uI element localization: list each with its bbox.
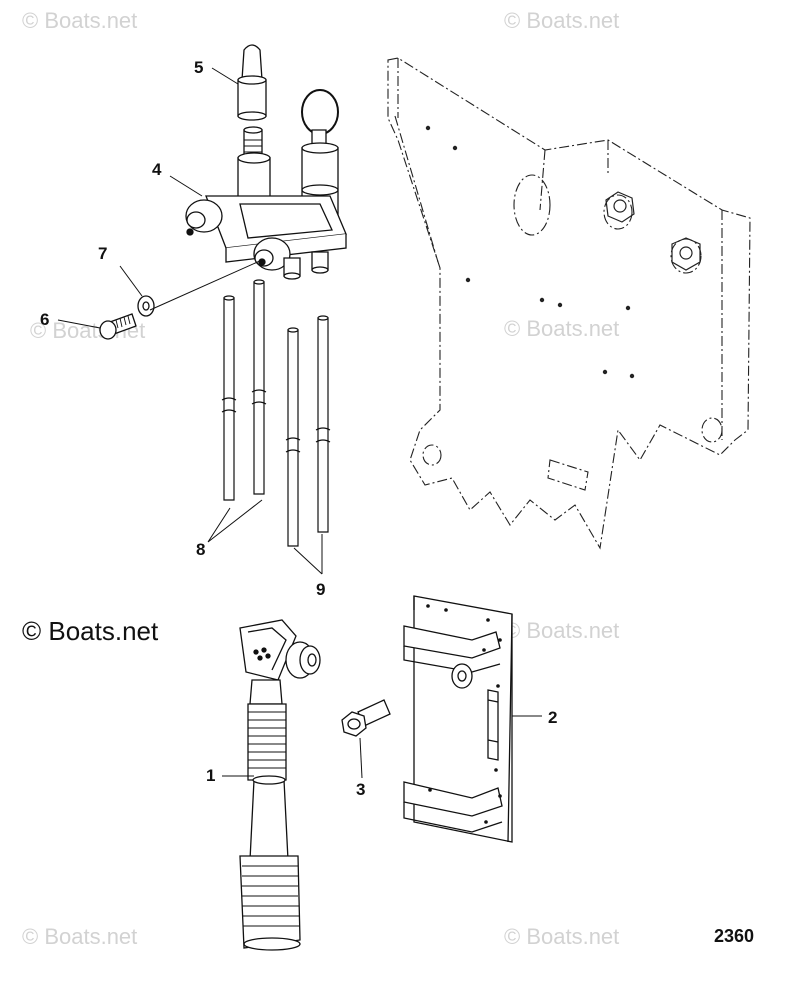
- callout-7: 7: [98, 244, 108, 263]
- watermark-bottom-left: © Boats.net: [22, 924, 138, 949]
- watermark-bottom-right: © Boats.net: [504, 924, 620, 949]
- transom-plate-phantom: [388, 58, 750, 548]
- callout-9: 9: [316, 580, 326, 599]
- callout-5: 5: [194, 58, 204, 77]
- part-1-handle: [240, 620, 320, 950]
- leader-lines: [58, 68, 542, 778]
- part-4-valve-assembly: [186, 90, 346, 279]
- callout-2: 2: [548, 708, 558, 727]
- part-8-tubes: [222, 280, 266, 500]
- part-6-screw: [100, 314, 136, 339]
- callout-6: 6: [40, 310, 50, 329]
- watermark-top-left: © Boats.net: [22, 8, 138, 33]
- part-7-washer: [138, 296, 154, 316]
- transom-plate-nuts: [606, 192, 700, 270]
- transom-plate-holes: [425, 125, 635, 379]
- part-5-cap: [238, 45, 266, 120]
- callout-4: 4: [152, 160, 162, 179]
- callout-8: 8: [196, 540, 206, 559]
- part-9-tubes: [286, 316, 330, 546]
- part-2-bracket: [404, 596, 512, 842]
- callout-1: 1: [206, 766, 216, 785]
- callout-3: 3: [356, 780, 366, 799]
- watermark-main: © Boats.net: [22, 616, 159, 646]
- part-2-bracket-holes: [426, 604, 502, 824]
- watermark-lower-right: © Boats.net: [504, 618, 620, 643]
- watermark-mid-right: © Boats.net: [504, 316, 620, 341]
- drawing-number: 2360: [714, 926, 755, 946]
- part-3-bolt: [342, 700, 390, 736]
- watermark-top-right: © Boats.net: [504, 8, 620, 33]
